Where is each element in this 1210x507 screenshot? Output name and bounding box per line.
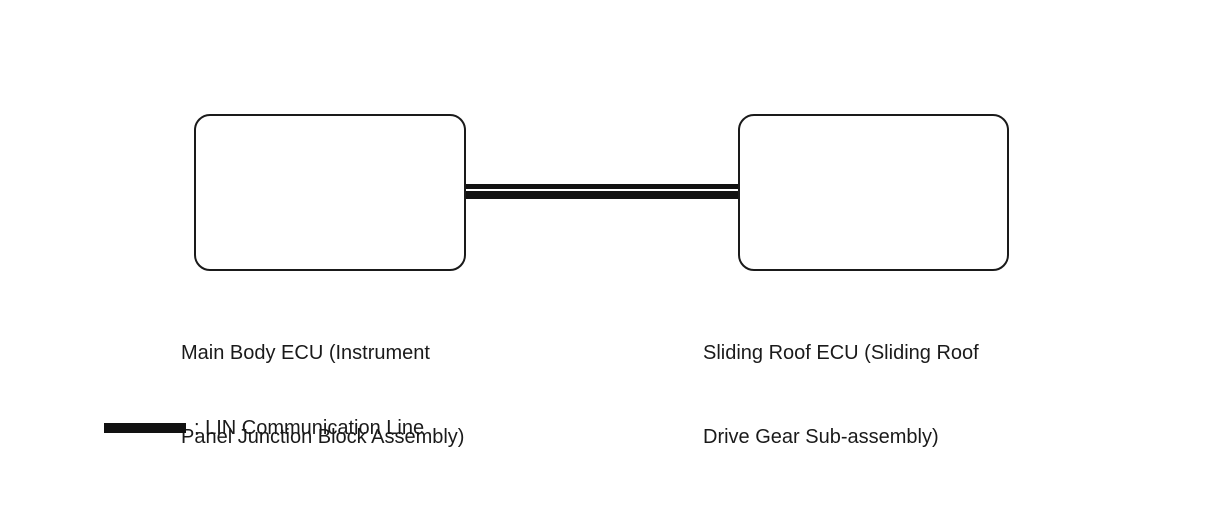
- legend: : LIN Communication Line: [104, 414, 424, 442]
- lin-communication-line: [466, 184, 738, 199]
- sliding-roof-ecu-label: Sliding Roof ECU (Sliding Roof Drive Gea…: [703, 283, 979, 507]
- main-body-ecu-label-line-1: Main Body ECU (Instrument: [181, 342, 430, 364]
- legend-lin-line-swatch: [104, 423, 186, 433]
- main-body-ecu-label: Main Body ECU (Instrument Panel Junction…: [181, 283, 464, 507]
- main-body-ecu-label-line-2: Panel Junction Block Assembly): [181, 426, 465, 448]
- sliding-roof-ecu-label-line-1: Sliding Roof ECU (Sliding Roof: [703, 342, 979, 364]
- main-body-ecu-box: [194, 114, 466, 271]
- legend-text: : LIN Communication Line: [194, 417, 425, 439]
- sliding-roof-ecu-label-line-2: Drive Gear Sub-assembly): [703, 426, 939, 448]
- sliding-roof-ecu-box: [738, 114, 1009, 271]
